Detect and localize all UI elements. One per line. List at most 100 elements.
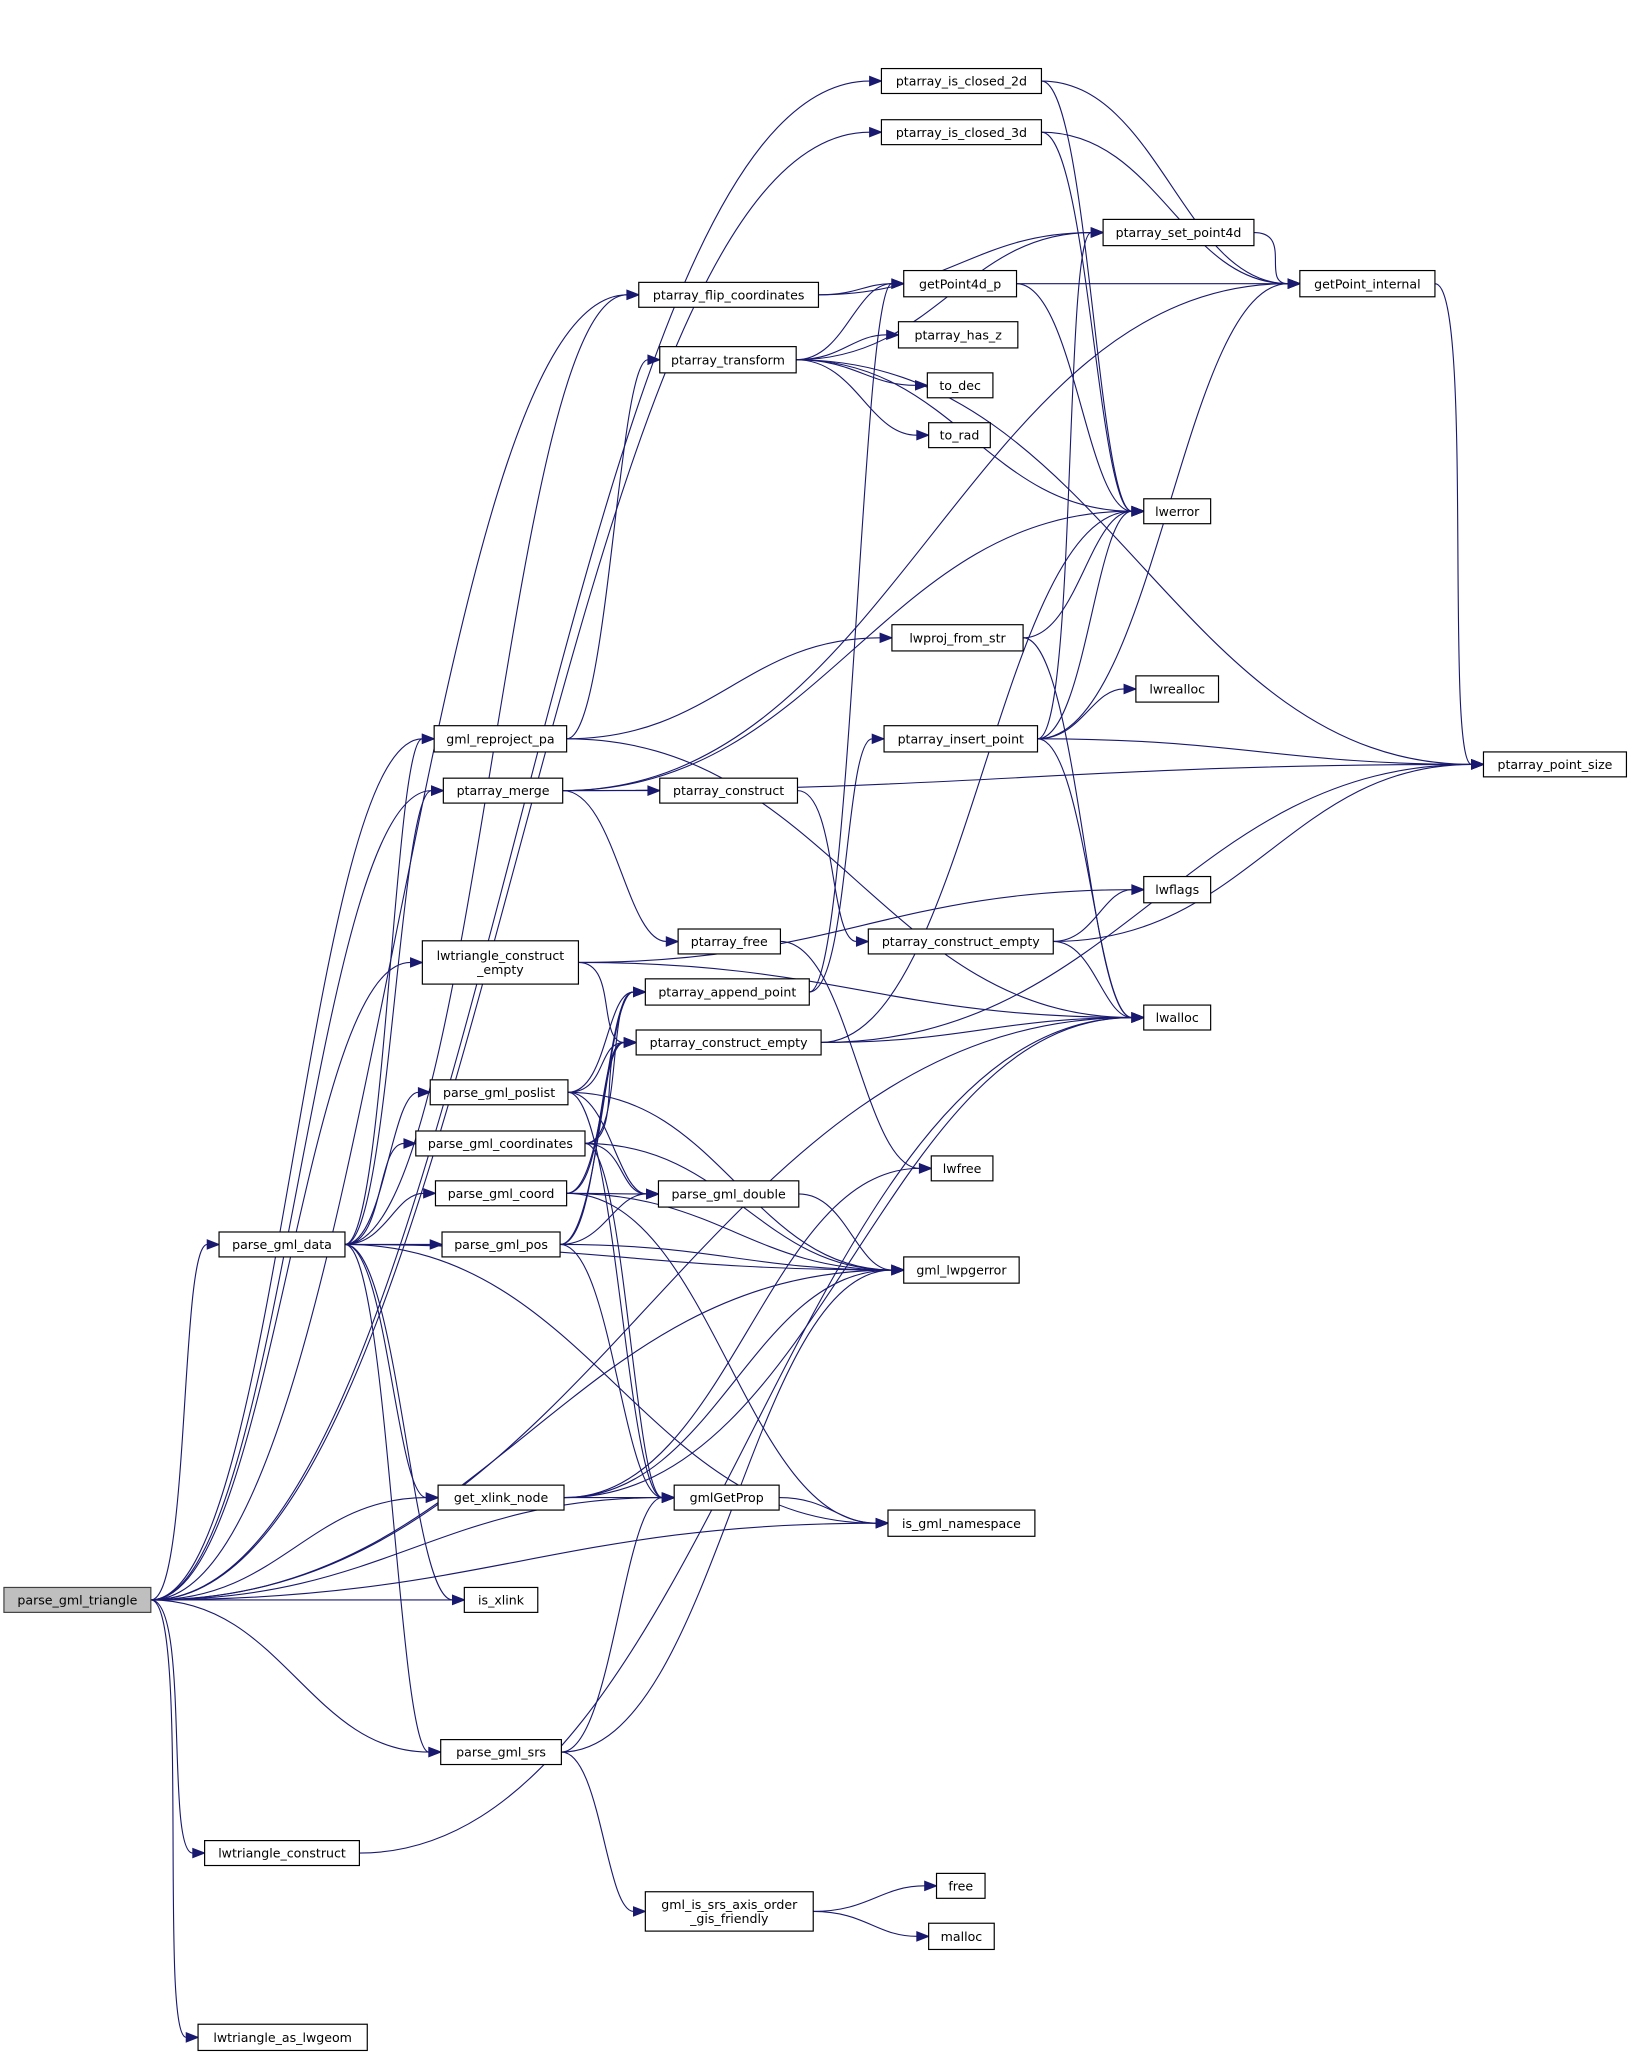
edge-line: [1037, 510, 1133, 740]
node-lwflags[interactable]: lwflags: [1143, 875, 1212, 904]
node-getPoint_internal[interactable]: getPoint_internal: [1299, 269, 1436, 298]
node-free[interactable]: free: [935, 1872, 986, 1899]
edge-get_xlink_node-to-gml_lwpgerror: [564, 1264, 906, 1499]
node-box: [1143, 1004, 1212, 1031]
edge-parse_gml_coordinates-to-gml_lwpgerror: [584, 1142, 906, 1276]
node-parse_gml_pos[interactable]: parse_gml_pos: [441, 1231, 561, 1258]
node-to_rad[interactable]: to_rad: [928, 422, 991, 449]
edge-line: [567, 1091, 647, 1195]
edge-ptarray_construct_empty_r-to-lwflags: [1053, 884, 1146, 943]
edge-line: [809, 738, 873, 993]
node-box: [897, 321, 1019, 349]
node-box: [928, 422, 991, 449]
edge-line: [821, 763, 1472, 1044]
edge-line: [821, 510, 1132, 1044]
node-box: [1143, 875, 1212, 904]
node-ptarray_construct[interactable]: ptarray_construct: [659, 777, 799, 804]
edge-line: [150, 1269, 892, 1601]
arrowhead-icon: [1287, 278, 1302, 290]
arrowhead-icon: [891, 1264, 906, 1276]
edge-parse_gml_data-to-ptarray_merge: [344, 785, 445, 1246]
edge-line: [813, 1885, 925, 1912]
edge-line: [150, 1599, 187, 2038]
node-ptarray_is_closed_3d[interactable]: ptarray_is_closed_3d: [880, 119, 1043, 146]
node-is_gml_namespace[interactable]: is_gml_namespace: [887, 1509, 1036, 1537]
node-lwfree[interactable]: lwfree: [930, 1155, 994, 1182]
node-gml_reproject_pa[interactable]: gml_reproject_pa: [433, 725, 568, 753]
node-label: gml_lwpgerror: [916, 1263, 1007, 1278]
node-ptarray_has_z[interactable]: ptarray_has_z: [897, 321, 1019, 349]
node-lwtriangle_as_lwgeom[interactable]: lwtriangle_as_lwgeom: [197, 2023, 368, 2052]
edge-line: [561, 1497, 663, 1753]
edge-line: [562, 790, 667, 943]
arrowhead-icon: [633, 1906, 647, 1917]
node-ptarray_free[interactable]: ptarray_free: [677, 928, 782, 955]
node-is_xlink[interactable]: is_xlink: [463, 1586, 539, 1613]
node-ptarray_append_point[interactable]: ptarray_append_point: [644, 978, 810, 1006]
node-gml_is_srs_axis_order_gis_friendly[interactable]: gml_is_srs_axis_order_gis_friendly: [644, 1891, 814, 1932]
node-label: gml_is_srs_axis_order: [661, 1897, 798, 1912]
node-getPoint4d_p[interactable]: getPoint4d_p: [903, 269, 1018, 298]
edge-line: [150, 131, 870, 1601]
node-label: ptarray_flip_coordinates: [653, 287, 805, 302]
node-box: [442, 777, 564, 804]
edge-line: [566, 1192, 877, 1524]
node-ptarray_construct_empty_m[interactable]: ptarray_construct_empty: [635, 1029, 822, 1056]
arrowhead-icon: [869, 75, 883, 87]
node-label: lwtriangle_construct: [218, 1846, 346, 1861]
node-label: ptarray_is_closed_2d: [896, 74, 1027, 89]
node-parse_gml_data[interactable]: parse_gml_data: [218, 1231, 346, 1258]
node-box: [928, 1922, 995, 1951]
node-box: [887, 1509, 1036, 1537]
edge-line: [344, 1142, 405, 1246]
node-to_dec[interactable]: to_dec: [926, 372, 994, 399]
node-gmlGetProp[interactable]: gmlGetProp: [673, 1484, 780, 1511]
edge-line: [564, 1167, 920, 1499]
arrowhead-icon: [626, 289, 641, 301]
node-lwtriangle_construct_empty[interactable]: lwtriangle_construct_empty: [421, 940, 580, 985]
node-label: ptarray_merge: [457, 783, 550, 798]
node-parse_gml_triangle[interactable]: parse_gml_triangle: [3, 1586, 152, 1613]
edge-parse_gml_srs-to-gml_is_srs_axis_order_gis_friendly: [561, 1751, 647, 1917]
edge-line: [359, 1016, 1132, 1854]
node-lwerror[interactable]: lwerror: [1143, 498, 1212, 525]
node-parse_gml_poslist[interactable]: parse_gml_poslist: [429, 1079, 569, 1106]
edge-line: [560, 1243, 892, 1271]
node-parse_gml_coord[interactable]: parse_gml_coord: [434, 1180, 568, 1207]
node-lwproj_from_str[interactable]: lwproj_from_str: [891, 624, 1024, 652]
node-parse_gml_srs[interactable]: parse_gml_srs: [440, 1739, 562, 1766]
edge-ptarray_insert_point-to-ptarray_set_point4d: [1037, 227, 1105, 740]
node-ptarray_transform[interactable]: ptarray_transform: [659, 346, 797, 374]
node-ptarray_flip_coordinates[interactable]: ptarray_flip_coordinates: [638, 281, 820, 308]
edge-line: [796, 359, 916, 386]
node-ptarray_set_point4d[interactable]: ptarray_set_point4d: [1102, 218, 1255, 247]
arrowhead-icon: [916, 1930, 931, 1942]
edges-layer: [150, 75, 1485, 2043]
node-ptarray_insert_point[interactable]: ptarray_insert_point: [883, 725, 1039, 753]
node-label: parse_gml_coordinates: [428, 1136, 573, 1151]
node-malloc[interactable]: malloc: [928, 1922, 995, 1951]
edge-line: [344, 1243, 453, 1601]
node-gml_lwpgerror[interactable]: gml_lwpgerror: [903, 1256, 1020, 1284]
node-get_xlink_node[interactable]: get_xlink_node: [437, 1484, 565, 1511]
node-parse_gml_coordinates[interactable]: parse_gml_coordinates: [415, 1130, 586, 1157]
edge-line: [150, 790, 432, 1601]
node-lwtriangle_construct[interactable]: lwtriangle_construct: [204, 1840, 360, 1867]
node-ptarray_construct_empty_r[interactable]: ptarray_construct_empty: [867, 928, 1054, 955]
edge-line: [797, 790, 857, 943]
arrowhead-icon: [647, 354, 662, 366]
node-label: parse_gml_coord: [448, 1186, 555, 1201]
node-lwalloc[interactable]: lwalloc: [1143, 1004, 1212, 1031]
node-lwrealloc[interactable]: lwrealloc: [1135, 675, 1220, 703]
node-ptarray_point_size[interactable]: ptarray_point_size: [1482, 751, 1628, 778]
node-label: parse_gml_data: [232, 1237, 332, 1252]
edge-line: [150, 1497, 427, 1601]
edge-line: [344, 738, 423, 1246]
node-ptarray_is_closed_2d[interactable]: ptarray_is_closed_2d: [880, 67, 1043, 95]
arrowhead-icon: [886, 329, 900, 341]
edge-ptarray_construct-to-ptarray_construct_empty_r: [797, 790, 870, 947]
edge-line: [798, 1193, 892, 1271]
node-ptarray_merge[interactable]: ptarray_merge: [442, 777, 564, 804]
node-box: [880, 67, 1043, 95]
node-parse_gml_double[interactable]: parse_gml_double: [657, 1180, 800, 1208]
